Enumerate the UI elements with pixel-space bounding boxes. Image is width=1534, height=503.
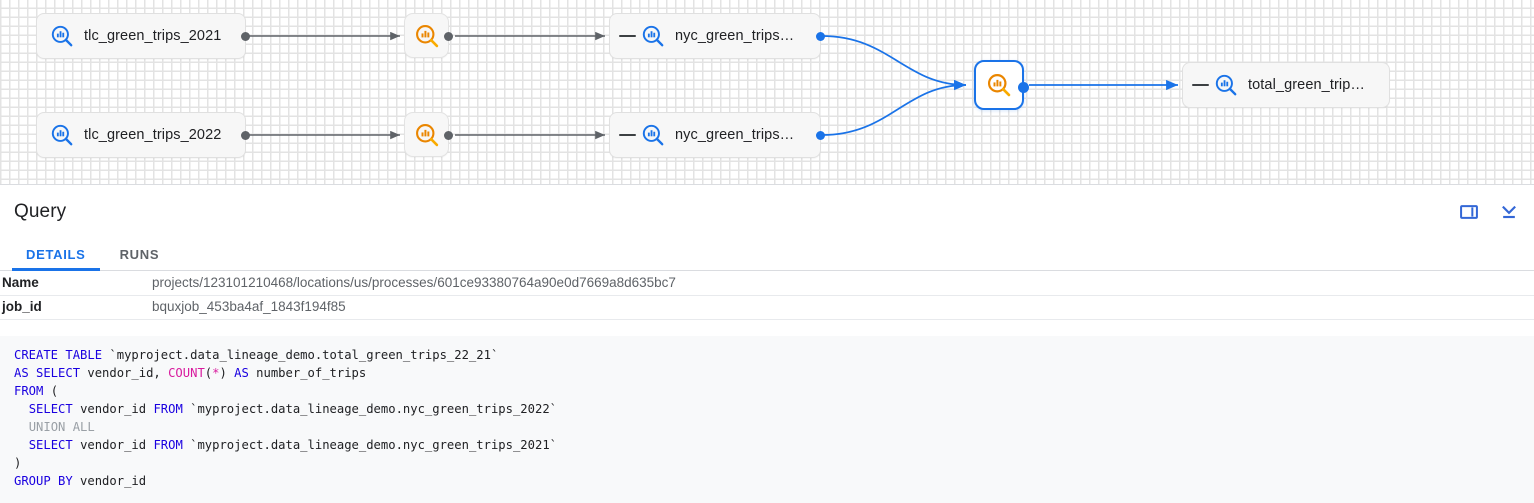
node-output-port[interactable] bbox=[444, 32, 453, 41]
node-process-2[interactable] bbox=[404, 112, 453, 157]
node-total-green-trips[interactable]: total_green_trip… bbox=[1182, 62, 1390, 108]
panel-divider bbox=[0, 184, 1534, 185]
panel-header: Query bbox=[0, 185, 1534, 239]
collapse-node-button[interactable] bbox=[614, 13, 640, 59]
node-label: nyc_green_trips… bbox=[675, 127, 795, 143]
collapse-node-button[interactable] bbox=[614, 112, 640, 158]
table-search-icon-blue bbox=[49, 23, 75, 49]
node-output-port[interactable] bbox=[816, 32, 825, 41]
node-process-1[interactable] bbox=[404, 13, 453, 58]
tab-label: RUNS bbox=[119, 246, 160, 262]
tab-details[interactable]: DETAILS bbox=[12, 238, 100, 271]
collapse-down-icon[interactable] bbox=[1496, 199, 1522, 225]
table-search-icon-blue bbox=[640, 23, 666, 49]
panel-title: Query bbox=[14, 201, 67, 222]
node-tlc-green-trips-2022[interactable]: tlc_green_trips_2022 bbox=[36, 112, 250, 158]
node-label: tlc_green_trips_2022 bbox=[84, 127, 222, 143]
table-search-icon-blue bbox=[1213, 72, 1239, 98]
lineage-edges bbox=[247, 31, 1178, 140]
process-search-icon-orange bbox=[413, 121, 441, 149]
tab-runs[interactable]: RUNS bbox=[106, 238, 174, 270]
node-output-port[interactable] bbox=[1018, 82, 1029, 93]
process-search-icon-orange bbox=[985, 71, 1013, 99]
details-table: Name projects/123101210468/locations/us/… bbox=[0, 271, 1534, 320]
node-label: tlc_green_trips_2021 bbox=[84, 28, 222, 44]
node-output-port[interactable] bbox=[241, 131, 250, 140]
detail-key: job_id bbox=[0, 295, 150, 320]
detail-value[interactable]: projects/123101210468/locations/us/proce… bbox=[150, 271, 1534, 296]
sql-code-text: CREATE TABLE `myproject.data_lineage_dem… bbox=[14, 348, 557, 488]
details-panel: Query DETAILS bbox=[0, 185, 1534, 503]
table-search-icon-blue bbox=[49, 122, 75, 148]
node-output-port[interactable] bbox=[816, 131, 825, 140]
node-tlc-green-trips-2021[interactable]: tlc_green_trips_2021 bbox=[36, 13, 250, 59]
node-nyc-green-trips-2021[interactable]: nyc_green_trips… bbox=[609, 13, 825, 59]
collapse-node-button[interactable] bbox=[1187, 62, 1213, 108]
detail-key: Name bbox=[0, 271, 150, 296]
node-label: total_green_trip… bbox=[1248, 77, 1365, 93]
detail-value[interactable]: bquxjob_453ba4af_1843f194f85 bbox=[150, 295, 1534, 320]
split-panel-icon[interactable] bbox=[1456, 199, 1482, 225]
panel-tabs: DETAILS RUNS bbox=[0, 239, 1534, 271]
lineage-graph-canvas[interactable]: tlc_green_trips_2021 tlc_green_trips_202… bbox=[0, 0, 1534, 184]
node-output-port[interactable] bbox=[444, 131, 453, 140]
panel-actions bbox=[1456, 185, 1522, 239]
node-nyc-green-trips-2022[interactable]: nyc_green_trips… bbox=[609, 112, 825, 158]
sql-code-block[interactable]: CREATE TABLE `myproject.data_lineage_dem… bbox=[0, 336, 1534, 503]
tab-label: DETAILS bbox=[26, 246, 86, 262]
table-row: Name projects/123101210468/locations/us/… bbox=[0, 271, 1534, 296]
process-search-icon-orange bbox=[413, 22, 441, 50]
node-output-port[interactable] bbox=[241, 32, 250, 41]
node-process-selected[interactable] bbox=[974, 60, 1029, 110]
node-label: nyc_green_trips… bbox=[675, 28, 795, 44]
table-row: job_id bquxjob_453ba4af_1843f194f85 bbox=[0, 295, 1534, 320]
table-search-icon-blue bbox=[640, 122, 666, 148]
